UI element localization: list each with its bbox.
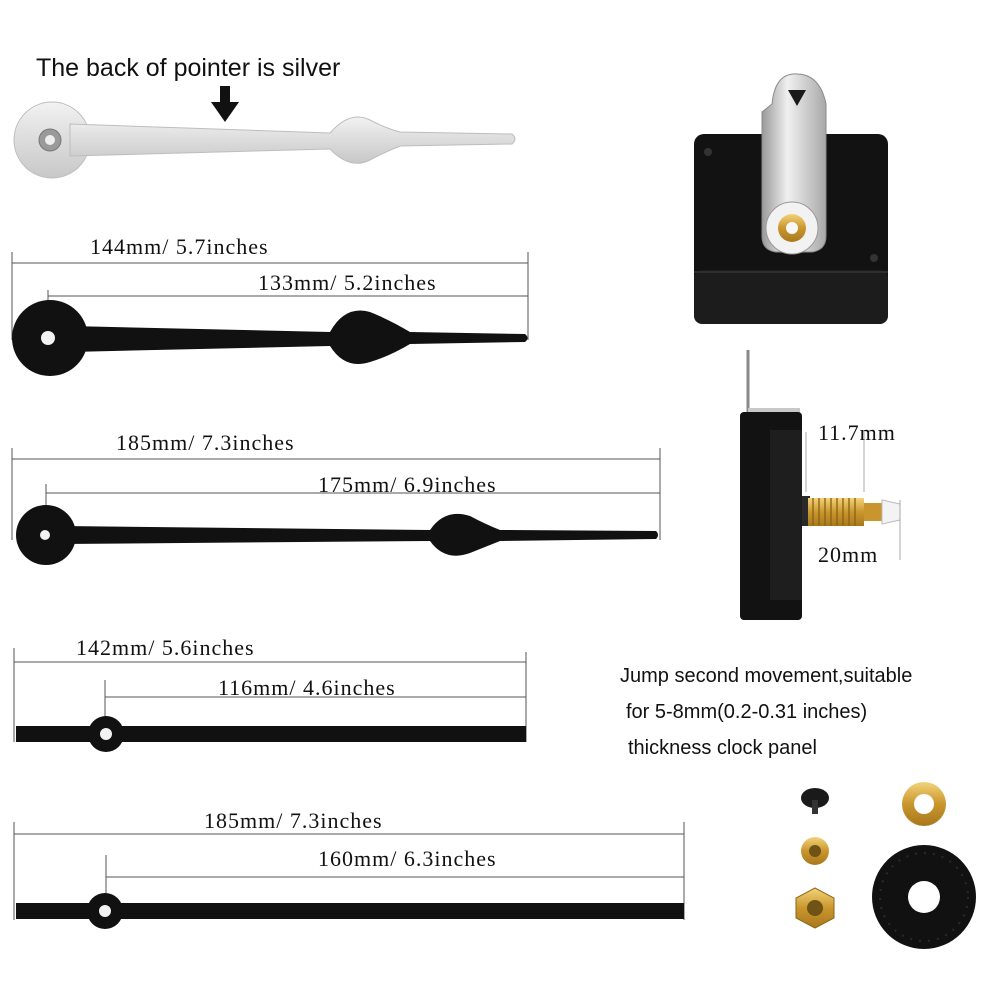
silver-hand xyxy=(13,101,516,179)
silver-note: The back of pointer is silver xyxy=(36,54,340,82)
movement-caption: Jump second movement,suitable for 5-8mm(… xyxy=(620,658,990,766)
rubber-washer-icon xyxy=(872,845,976,949)
black-hour-hand xyxy=(12,300,528,376)
cap-nut-icon xyxy=(801,788,829,814)
hand-2-total-label: 185mm/ 7.3inches xyxy=(116,430,295,455)
black-second-hand-short xyxy=(16,716,526,752)
brass-washer-icon xyxy=(902,782,946,826)
caption-line-1: Jump second movement,suitable xyxy=(620,665,913,687)
caption-line-3: thickness clock panel xyxy=(628,737,817,759)
shaft-thread-label: 11.7mm xyxy=(818,420,896,445)
hand-1-center-label-visible: 133mm/ 5.2inches xyxy=(258,270,437,295)
hand-3-group: 142mm/ 5.6inches 116mm/ 4.6inches xyxy=(13,635,527,752)
hand-4-group: 185mm/ 7.3inches 160mm/ 6.3inches xyxy=(13,808,685,929)
hand-3-total-label: 142mm/ 5.6inches xyxy=(76,635,255,660)
clock-movement-side: 11.7mm 20mm xyxy=(740,350,901,620)
hand-4-center-label: 160mm/ 6.3inches xyxy=(318,846,497,871)
hand-2-group: 185mm/ 7.3inches 175mm/ 6.9inches xyxy=(11,430,661,565)
clock-movement-front xyxy=(694,73,888,324)
shaft-total-label: 20mm xyxy=(818,542,878,567)
hex-nut-icon xyxy=(795,887,835,929)
hand-4-total-label: 185mm/ 7.3inches xyxy=(204,808,383,833)
black-minute-hand xyxy=(16,505,658,565)
down-arrow-icon xyxy=(211,86,239,122)
hand-2-center-label: 175mm/ 6.9inches xyxy=(318,472,497,497)
black-second-hand-long xyxy=(16,893,684,929)
caption-line-2: for 5-8mm(0.2-0.31 inches) xyxy=(626,701,868,723)
hand-3-center-label: 116mm/ 4.6inches xyxy=(218,675,396,700)
hand-1-total-label: 144mm/ 5.7inches xyxy=(90,234,269,259)
hand-1-group: 144mm/ 5.7inches 175mm/ 6.9inches 133mm/… xyxy=(11,234,529,376)
accessories xyxy=(795,782,976,949)
small-brass-nut-icon xyxy=(801,837,829,865)
